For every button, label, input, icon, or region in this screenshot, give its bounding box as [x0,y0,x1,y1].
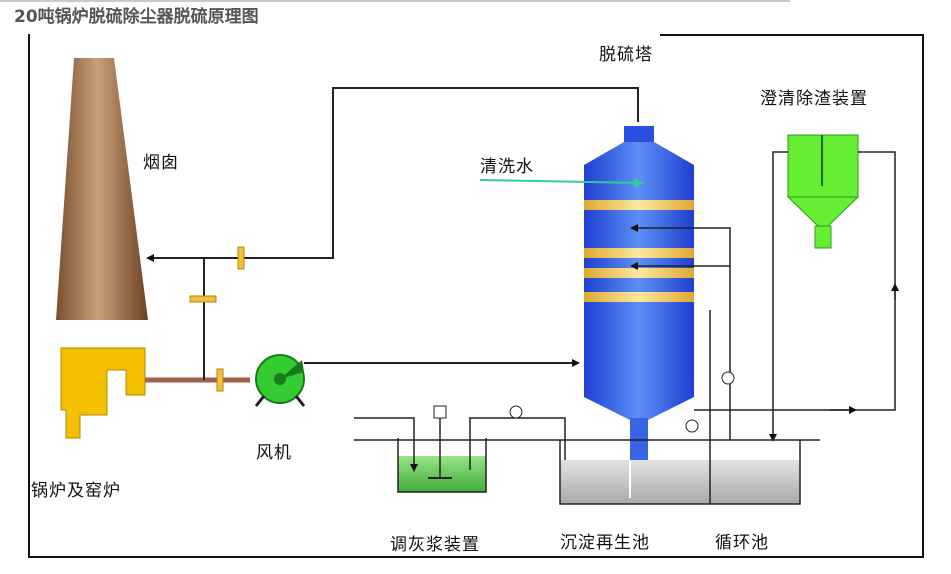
spray-feed-lines [630,224,731,440]
spray-layer [584,248,694,258]
label-tower: 脱硫塔 [599,45,653,65]
label-wash-water: 清洗水 [480,157,534,177]
clarifier [786,134,860,249]
chimney [56,58,148,320]
circulation-tank [710,460,800,504]
page-title: 20吨锅炉脱硫除尘器脱硫原理图 [14,7,259,27]
label-boiler: 锅炉及窑炉 [31,481,121,501]
label-settling-tank: 沉淀再生池 [560,533,650,553]
spray-layer [584,268,694,278]
slurry-tank [397,405,487,493]
fan [254,354,306,407]
spray-layer [584,200,694,210]
recirculation-pump [721,371,735,385]
settling-tank [559,440,801,505]
slurry-pump [509,405,523,419]
flue-pipe [145,258,250,392]
diagram-frame [28,34,924,558]
label-chimney: 烟囱 [143,153,179,173]
bypass-damper [189,295,217,303]
header-rule [0,0,790,2]
diagram-frame-top [660,34,922,36]
spray-layer [584,292,694,302]
label-clarifier: 澄清除渣装置 [760,89,868,109]
recirculation-pump [685,419,699,433]
clean-gas-pipe [146,87,639,270]
label-circulation-tank: 循环池 [715,533,769,553]
label-slurry-device: 调灰浆装置 [390,535,480,555]
desulfurization-tower [584,126,694,460]
clarifier-lines [694,151,899,442]
boiler [60,347,146,439]
label-fan: 风机 [256,443,292,463]
